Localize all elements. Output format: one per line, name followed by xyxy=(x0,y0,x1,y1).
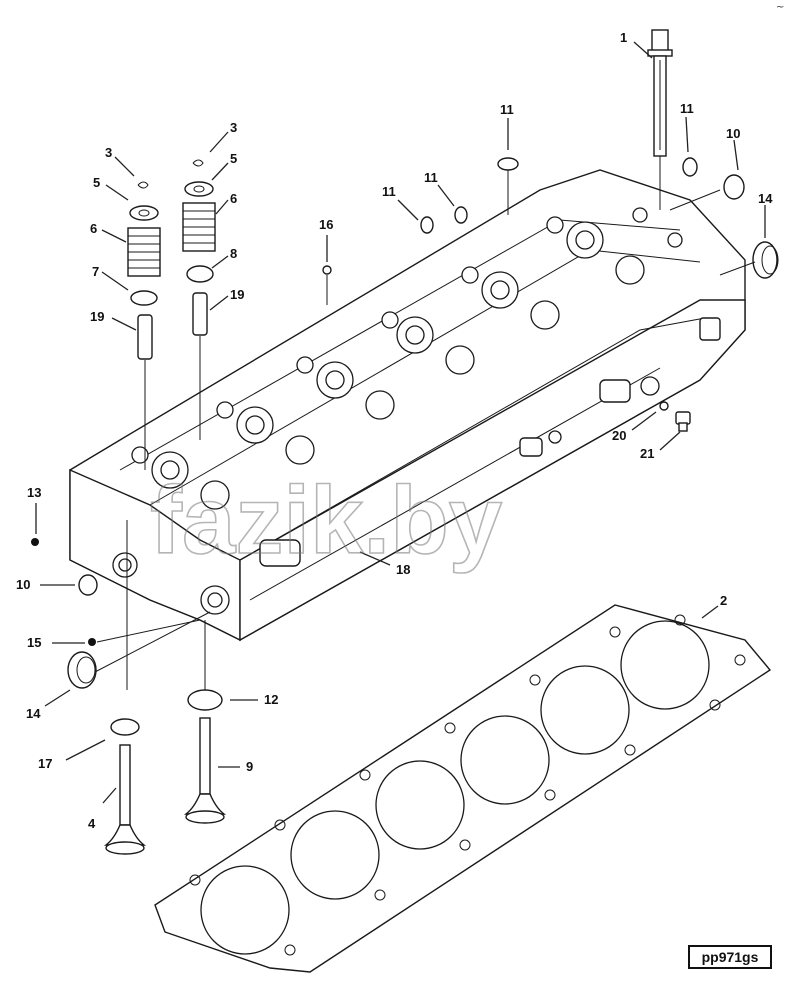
plug-14-rear xyxy=(752,241,779,279)
callout-6-left: 6 xyxy=(90,221,97,236)
callout-14-front: 14 xyxy=(26,706,41,721)
valve-seal-12 xyxy=(187,689,223,711)
ball-16 xyxy=(322,265,332,275)
callout-19-left: 19 xyxy=(90,309,104,324)
ball-13 xyxy=(31,538,39,546)
ball-15 xyxy=(88,638,96,646)
corner-mark: ~ xyxy=(776,2,785,13)
intake-valve xyxy=(103,744,147,855)
callout-9: 9 xyxy=(246,759,253,774)
o-ring-10-front xyxy=(78,574,98,596)
callout-10-rear: 10 xyxy=(726,126,740,141)
callout-11-mid-right: 11 xyxy=(424,170,438,185)
callout-19-right: 19 xyxy=(230,287,244,302)
callout-1: 1 xyxy=(620,30,627,45)
leader-lines xyxy=(35,41,766,804)
callout-20: 20 xyxy=(612,428,626,443)
callout-15: 15 xyxy=(27,635,41,650)
valve-train-left xyxy=(127,181,161,470)
callout-5-right: 5 xyxy=(230,151,237,166)
callout-3-right: 3 xyxy=(230,120,237,135)
callout-17: 17 xyxy=(38,756,52,771)
callout-11-top: 11 xyxy=(500,102,514,117)
callout-5-left: 5 xyxy=(93,175,100,190)
plug-20 xyxy=(659,401,669,411)
o-rings-11 xyxy=(420,157,698,234)
callout-21: 21 xyxy=(640,446,654,461)
callout-11-right: 11 xyxy=(680,101,694,116)
exhaust-valve xyxy=(183,717,227,824)
callout-4: 4 xyxy=(88,816,96,831)
callout-numbers: 1 2 3 3 4 5 5 6 6 7 8 9 10 10 11 11 11 1… xyxy=(16,30,773,831)
callout-6-right: 6 xyxy=(230,191,237,206)
watermark: fazik.by xyxy=(150,467,502,574)
figure-reference-label: pp971gs xyxy=(688,945,772,969)
callout-8: 8 xyxy=(230,246,237,261)
callout-16: 16 xyxy=(319,217,333,232)
callout-7: 7 xyxy=(92,264,99,279)
head-bolt xyxy=(647,29,673,157)
callout-14-rear: 14 xyxy=(758,191,773,206)
valve-seal-17 xyxy=(110,718,140,736)
callout-12: 12 xyxy=(264,692,278,707)
o-ring-10-rear xyxy=(723,174,745,200)
callout-3-left: 3 xyxy=(105,145,112,160)
plug-14-front xyxy=(67,651,97,689)
callout-2: 2 xyxy=(720,593,727,608)
callout-18: 18 xyxy=(396,562,410,577)
bolt-21 xyxy=(675,411,691,432)
valve-pockets xyxy=(131,207,683,510)
callout-13: 13 xyxy=(27,485,41,500)
head-gasket xyxy=(154,604,772,973)
callout-10-front: 10 xyxy=(16,577,30,592)
callout-11-mid-left: 11 xyxy=(382,184,396,199)
valve-train-right xyxy=(182,159,216,440)
